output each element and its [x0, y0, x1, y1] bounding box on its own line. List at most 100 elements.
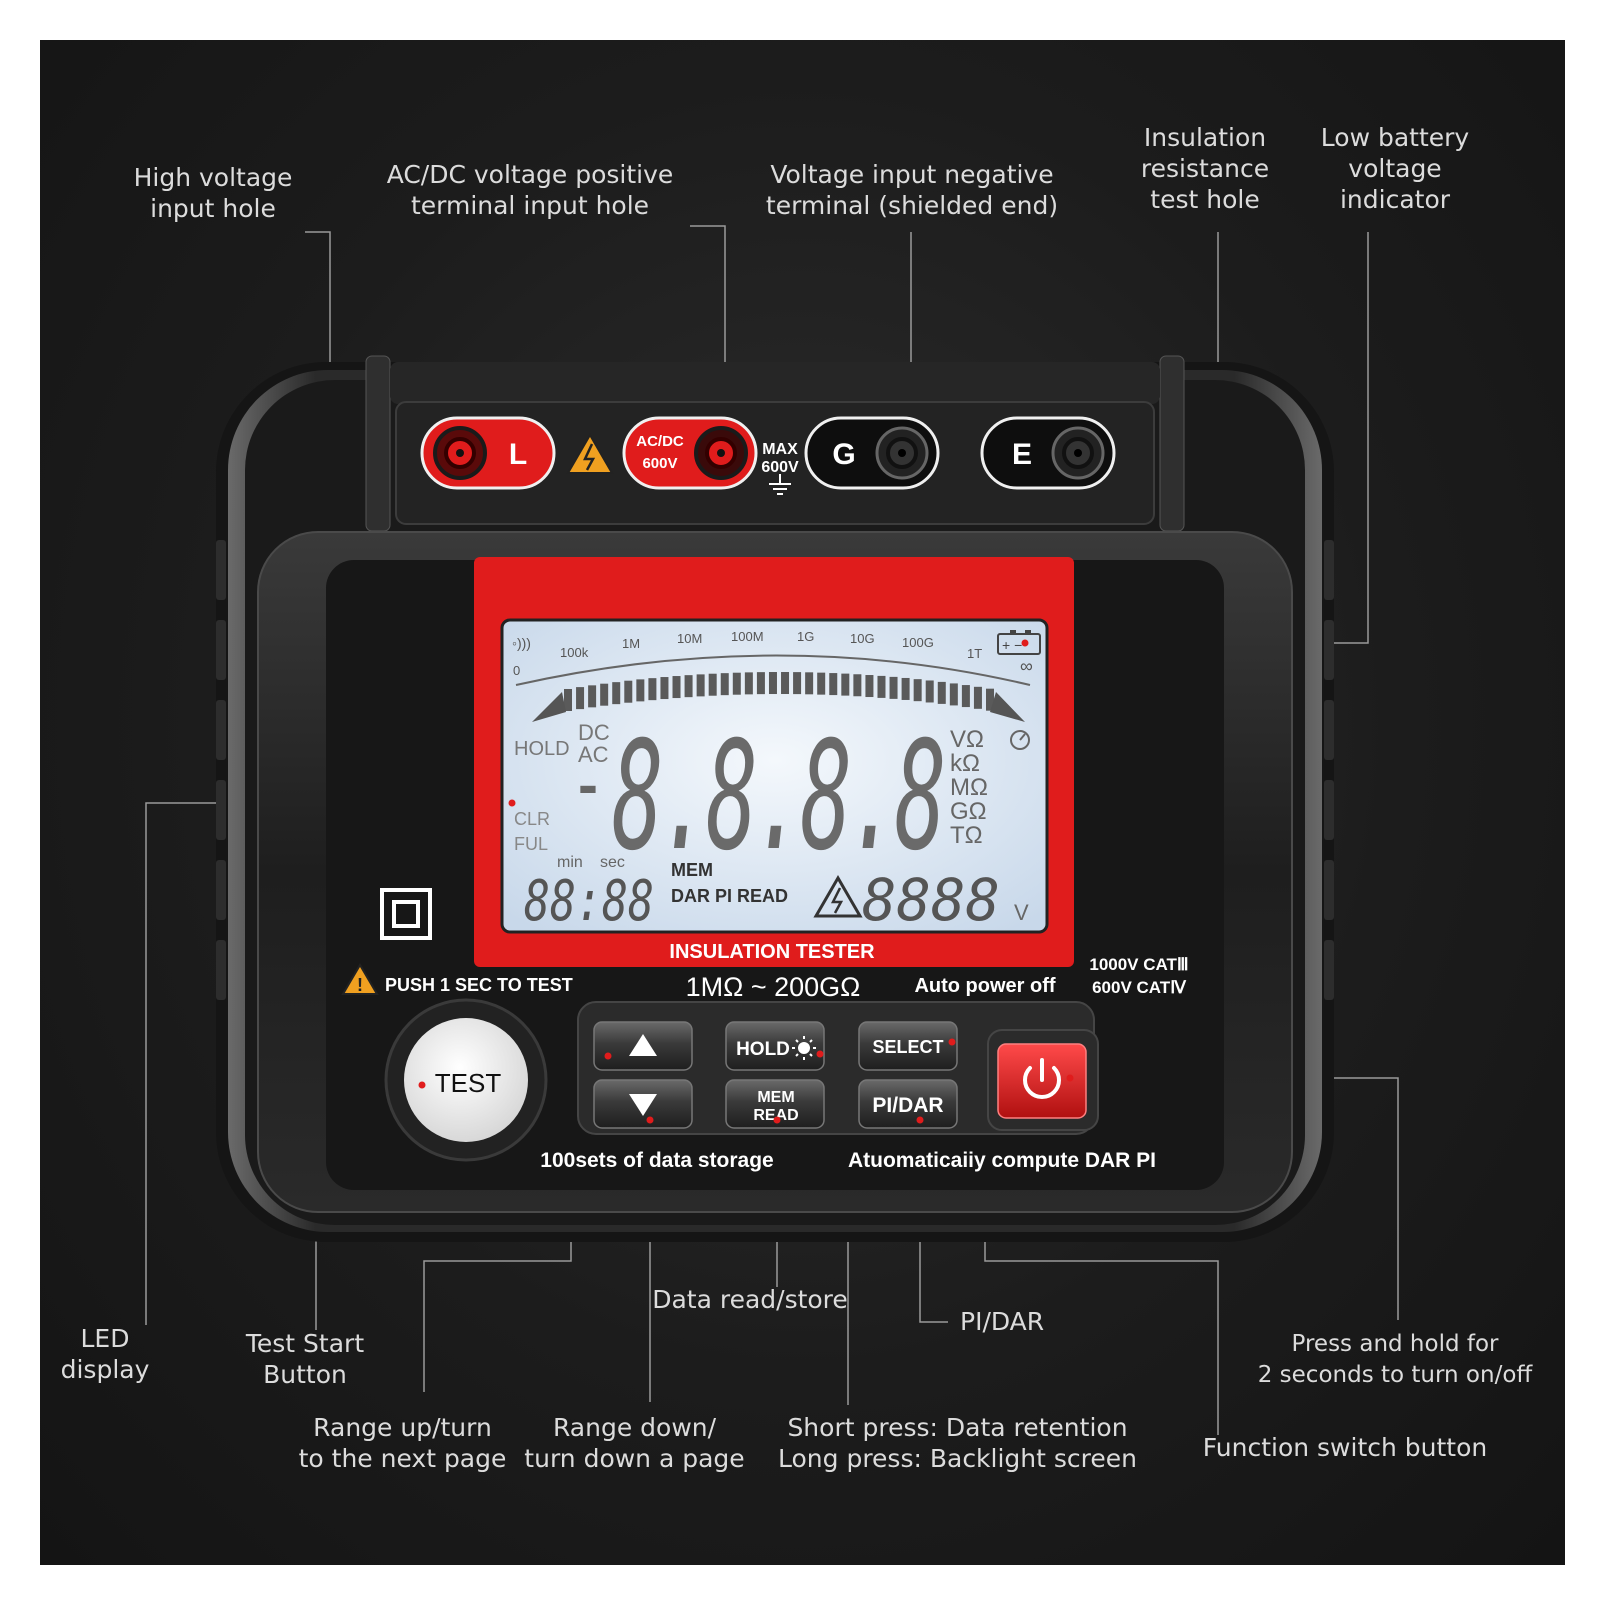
callout-battery-line1: Low battery	[1320, 123, 1470, 152]
backlight-sun-icon	[792, 1036, 816, 1060]
unit-m: MΩ	[950, 774, 988, 801]
terminal-acdc[interactable]: AC/DC 600V	[622, 416, 758, 490]
callout-data-read-line: Data read/store	[652, 1285, 848, 1314]
select-button-label: SELECT	[872, 1037, 943, 1057]
down-arrow-icon	[629, 1094, 657, 1116]
bargraph-segment	[781, 672, 790, 695]
lcd-hold: HOLD	[514, 738, 570, 760]
hold-backlight-button[interactable]: HOLD	[725, 1021, 825, 1071]
lcd-clr: CLR	[514, 809, 550, 829]
bargraph-segment	[901, 677, 910, 700]
callout-range-down-line1: Range down/	[552, 1413, 717, 1442]
callout-test-line1: Test Start	[245, 1329, 365, 1358]
terminal-e[interactable]: E	[980, 416, 1116, 490]
callout-short-press-line2: Long press: Backlight screen	[778, 1444, 1137, 1473]
callout-high-voltage-line1: High voltage	[133, 163, 293, 192]
pi-dar-button-label: PI/DAR	[872, 1094, 943, 1117]
lcd-units: VΩ kΩ MΩ GΩ TΩ	[950, 726, 988, 849]
callout-power-line2: 2 seconds to turn on/off	[1257, 1362, 1533, 1388]
display-area: ◦))) 0 100k 1M 10M 100M 1G 10G 100G 1T ∞…	[474, 557, 1074, 967]
insulation-tester-label: INSULATION TESTER	[669, 941, 875, 963]
terminal-g-label: G	[832, 438, 855, 471]
callout-range-down-line2: turn down a page	[524, 1444, 745, 1473]
bargraph-segment	[865, 675, 874, 698]
lcd-dar-pi-read: DAR PI READ	[671, 886, 788, 906]
scale-1t: 1T	[967, 646, 982, 661]
bargraph-segment	[889, 676, 898, 699]
bargraph-segment	[949, 683, 958, 706]
bargraph-segment	[576, 687, 585, 710]
power-button[interactable]	[987, 1029, 1099, 1131]
panel-labels: ! PUSH 1 SEC TO TEST 1MΩ ~ 200GΩ Auto po…	[341, 955, 1189, 1172]
scale-inf: ∞	[1020, 656, 1033, 676]
lcd-min: min	[557, 854, 583, 871]
callout-power-line1: Press and hold for	[1291, 1331, 1499, 1357]
terminal-l-label: L	[509, 438, 527, 471]
power-icon	[1023, 1058, 1061, 1100]
scale-10m: 10M	[677, 631, 702, 646]
callout-range-down: Range down/ turn down a page	[522, 1412, 747, 1474]
bargraph-scale: ◦))) 0 100k 1M 10M 100M 1G 10G 100G 1T ∞	[512, 629, 1033, 678]
bargraph-segment	[732, 672, 741, 695]
lcd-dc: DC	[578, 720, 610, 745]
bargraph-segment	[793, 672, 802, 695]
callout-insulation-hole: Insulation resistance test hole	[1130, 122, 1280, 215]
test-button[interactable]: TEST	[384, 998, 548, 1162]
up-arrow-icon	[629, 1034, 657, 1056]
terminal-e-label: E	[1012, 438, 1032, 471]
terminal-g[interactable]: G	[804, 416, 940, 490]
scale-100k: 100k	[560, 645, 589, 660]
lcd-main-digits: 8.8.8.8	[612, 710, 942, 884]
callout-range-up-line2: to the next page	[298, 1444, 507, 1473]
double-insulation-icon	[380, 888, 432, 940]
tester-illustration: L AC/DC 600V MAX 600V	[145, 225, 1399, 1435]
bargraph-segment	[708, 673, 717, 696]
select-button[interactable]: SELECT	[858, 1021, 958, 1071]
mem-read-button[interactable]: MEM READ	[725, 1079, 825, 1129]
lcd-mem: MEM	[671, 860, 713, 880]
scale-1m: 1M	[622, 636, 640, 651]
scale-10g: 10G	[850, 631, 875, 646]
bargraph-segment	[853, 674, 862, 697]
pi-dar-button[interactable]: PI/DAR	[858, 1079, 958, 1129]
callout-acdc-line1: AC/DC voltage positive	[386, 160, 674, 189]
bargraph-segment	[660, 677, 669, 700]
range-down-button[interactable]	[593, 1079, 693, 1129]
callout-range-up: Range up/turn to the next page	[295, 1412, 510, 1474]
bargraph-segment	[720, 673, 729, 696]
max-label-1: MAX	[762, 441, 798, 458]
ground-icon	[769, 474, 791, 495]
hold-button-label: HOLD	[736, 1039, 790, 1060]
lcd-hazard-icon	[813, 875, 863, 918]
callout-range-up-line1: Range up/turn	[313, 1413, 492, 1442]
auto-compute-label: Atuomaticaiiy compute DAR PI	[848, 1149, 1156, 1172]
callout-dots	[418, 639, 1074, 1124]
callout-insulation-line3: test hole	[1150, 185, 1260, 214]
push-test-label: PUSH 1 SEC TO TEST	[385, 975, 573, 995]
push-hazard-icon: !	[341, 963, 379, 995]
callout-pi-dar-line: PI/DAR	[960, 1307, 1045, 1336]
callout-battery-line2: voltage	[1348, 154, 1442, 183]
hazard-icon	[566, 433, 614, 474]
bargraph-segment	[612, 682, 621, 705]
bargraph-segment	[684, 675, 693, 698]
callout-battery-line3: indicator	[1339, 185, 1451, 214]
range-up-button[interactable]	[593, 1021, 693, 1071]
mem-button-label: MEM	[757, 1089, 794, 1106]
bargraph-segment	[672, 676, 681, 699]
callout-high-voltage-line2: input hole	[150, 194, 276, 223]
callout-short-press-line1: Short press: Data retention	[787, 1413, 1128, 1442]
callout-test-line2: Button	[263, 1360, 347, 1389]
callout-function-switch-line: Function switch button	[1202, 1433, 1488, 1462]
callout-acdc-line2: terminal input hole	[410, 191, 650, 220]
product-diagram: L AC/DC 600V MAX 600V	[40, 40, 1565, 1565]
terminal-row: L AC/DC 600V MAX 600V	[420, 416, 1116, 495]
bargraph-segments	[564, 672, 994, 711]
terminal-l[interactable]: L	[420, 416, 556, 490]
unit-k: kΩ	[950, 750, 980, 777]
unit-g: GΩ	[950, 798, 987, 825]
lcd-timer-digits: 88:88	[524, 869, 654, 934]
read-button-label: READ	[753, 1107, 798, 1124]
terminal-acdc-label-1: AC/DC	[636, 433, 684, 450]
unit-v: VΩ	[950, 726, 984, 753]
